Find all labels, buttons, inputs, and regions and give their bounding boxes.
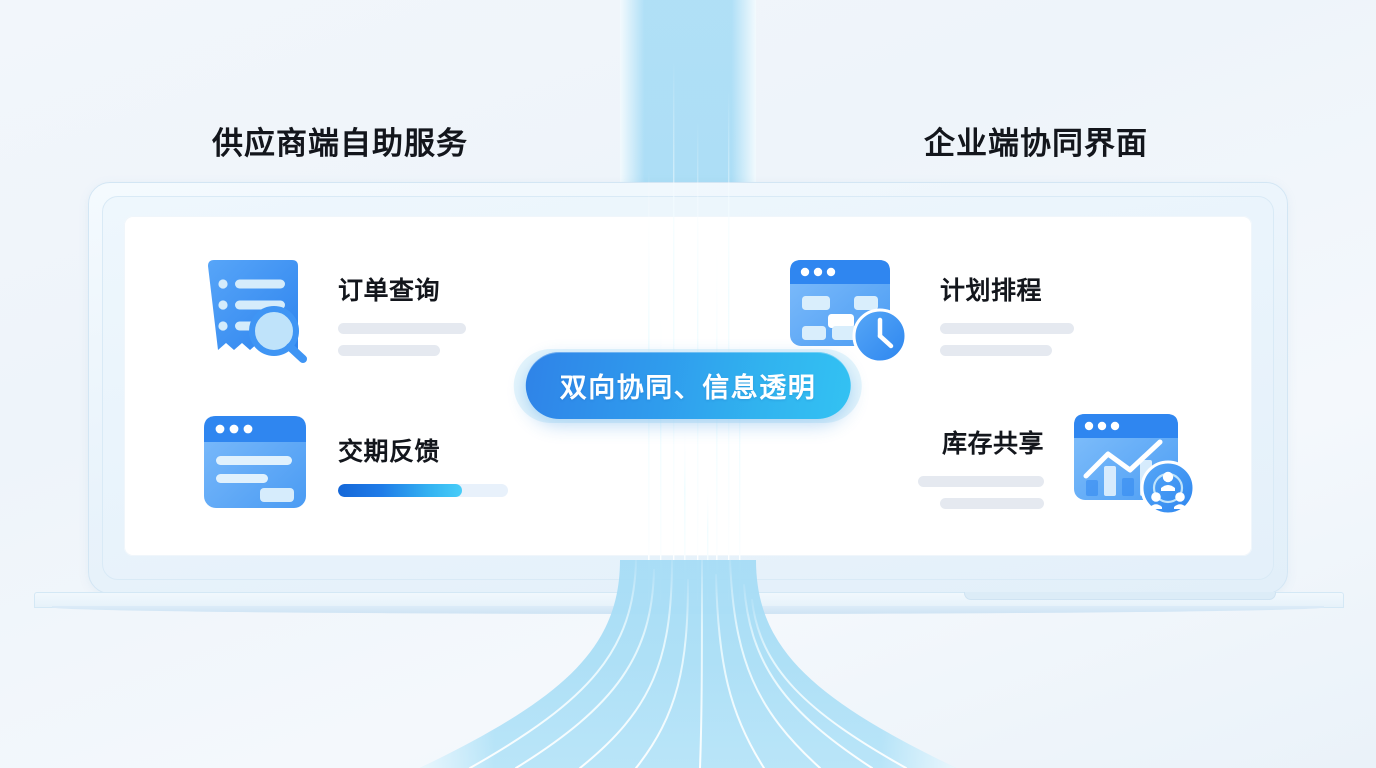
section-title-left: 供应商端自助服务 bbox=[212, 126, 468, 161]
placeholder-bar bbox=[940, 498, 1044, 509]
feature-label-inventory-sharing: 库存共享 bbox=[941, 430, 1044, 458]
feature-inventory-sharing[interactable]: 库存共享 bbox=[918, 412, 1198, 521]
placeholder-bar bbox=[338, 323, 466, 334]
laptop-base-foot bbox=[52, 606, 1324, 614]
receipt-search-icon bbox=[202, 258, 310, 369]
feature-inventory-sharing-text: 库存共享 bbox=[918, 424, 1044, 509]
enterprise-collaboration-panel: 计划排程 bbox=[688, 216, 1252, 556]
feature-order-inquiry[interactable]: 订单查询 bbox=[202, 258, 466, 369]
placeholder-bar bbox=[338, 345, 440, 356]
center-collaboration-badge[interactable]: 双向协同、信息透明 bbox=[514, 348, 862, 423]
laptop-base bbox=[34, 592, 1344, 614]
feature-label-order-inquiry: 订单查询 bbox=[338, 277, 441, 305]
placeholder-bar bbox=[940, 323, 1074, 334]
delivery-progress-fill bbox=[338, 484, 463, 497]
feature-label-delivery-feedback: 交期反馈 bbox=[338, 438, 441, 466]
analytics-team-icon bbox=[1072, 412, 1198, 521]
delivery-progress-bar bbox=[338, 484, 508, 497]
supplier-self-service-panel: 订单查询 bbox=[124, 216, 688, 556]
section-title-right: 企业端协同界面 bbox=[924, 126, 1148, 161]
placeholder-bar bbox=[940, 345, 1052, 356]
feature-delivery-feedback[interactable]: 交期反馈 bbox=[202, 414, 508, 515]
laptop-base-notch-left bbox=[964, 592, 1276, 600]
feature-delivery-feedback-text: 交期反馈 bbox=[338, 432, 508, 497]
feature-label-planning-scheduling: 计划排程 bbox=[940, 277, 1043, 305]
badge-pill[interactable]: 双向协同、信息透明 bbox=[525, 352, 851, 419]
feature-order-inquiry-text: 订单查询 bbox=[338, 271, 466, 356]
calendar-clock-icon bbox=[788, 258, 912, 369]
feature-planning-scheduling-text: 计划排程 bbox=[940, 271, 1074, 356]
feature-planning-scheduling[interactable]: 计划排程 bbox=[788, 258, 1074, 369]
badge-label: 双向协同、信息透明 bbox=[559, 373, 817, 403]
browser-window-icon bbox=[202, 414, 310, 515]
placeholder-bar bbox=[918, 476, 1044, 487]
